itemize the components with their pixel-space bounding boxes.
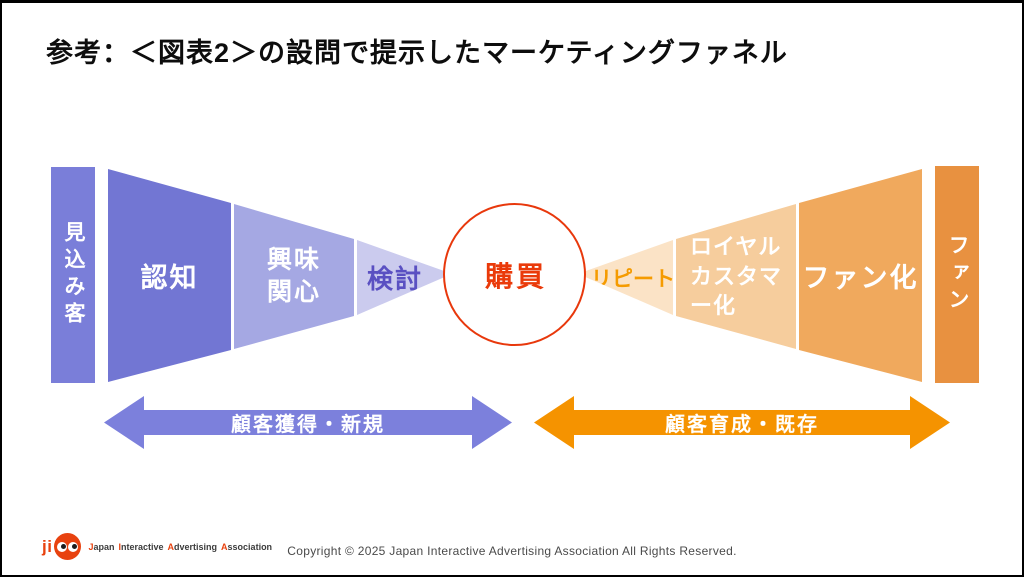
fan-bar-label: ファン xyxy=(946,234,969,315)
stage-loyal-line1: ロイヤル xyxy=(689,233,782,259)
fan-bar: ファン xyxy=(935,166,979,383)
stage-interest-label: 興味 関心 xyxy=(267,245,321,308)
nurturing-arrow: 顧客育成・既存 xyxy=(534,396,950,449)
stage-loyal-line3: ー化 xyxy=(689,293,736,319)
stage-interest-line1: 興味 xyxy=(266,246,321,275)
nurturing-arrow-label: 顧客育成・既存 xyxy=(665,414,819,436)
prospect-bar: 見込み客 xyxy=(51,167,95,383)
funnel-stage-interest: 興味 関心 xyxy=(234,204,354,349)
copyright-text: Copyright © 2025 Japan Interactive Adver… xyxy=(287,544,737,558)
funnel-stage-repeat: リピート xyxy=(583,240,673,315)
logo-ji-text: ji xyxy=(42,536,53,556)
funnel-stage-loyal-customer: ロイヤル カスタマ ー化 xyxy=(676,204,796,349)
stage-repeat-label: リピート xyxy=(591,267,675,291)
funnel-stage-fan-conversion: ファン化 xyxy=(799,169,922,382)
stage-consideration-label: 検討 xyxy=(366,264,423,294)
page-title: 参考：＜図表2＞の設問で提示したマーケティングファネル xyxy=(46,38,788,68)
stage-loyal-label: ロイヤル カスタマ ー化 xyxy=(690,232,782,321)
jiaa-eyes-icon xyxy=(54,533,82,560)
stage-awareness-label: 認知 xyxy=(140,263,199,293)
purchase-label: 購買 xyxy=(484,260,547,292)
acquisition-arrow-label: 顧客獲得・新規 xyxy=(231,414,385,436)
stage-fan-conversion-label: ファン化 xyxy=(802,263,919,293)
stage-interest-line2: 関心 xyxy=(266,277,321,306)
eye-icon xyxy=(57,541,68,552)
eye-icon xyxy=(68,541,79,552)
pupil-dot xyxy=(60,544,66,549)
stage-loyal-line2: カスタマ xyxy=(689,263,782,289)
pupil-dot xyxy=(71,544,77,549)
funnel-stage-awareness: 認知 xyxy=(108,169,231,382)
prospect-bar-label: 見込み客 xyxy=(62,221,85,329)
funnel-stage-consideration: 検討 xyxy=(357,240,447,315)
acquisition-arrow: 顧客獲得・新規 xyxy=(104,396,512,449)
purchase-circle: 購買 xyxy=(443,203,586,346)
